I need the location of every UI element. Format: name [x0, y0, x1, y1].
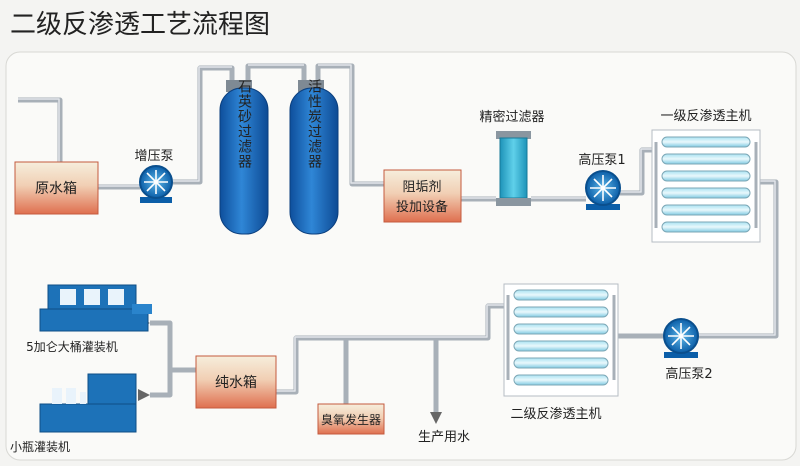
- raw-tank-label: 原水箱: [35, 181, 77, 197]
- activated-carbon-filter: 活性炭过滤器: [289, 79, 339, 235]
- quartz-filter-label: 石英砂过滤器: [236, 79, 252, 169]
- quartz-sand-filter: 石英砂过滤器: [219, 79, 269, 235]
- hp-pump2-label: 高压泵2: [665, 366, 712, 382]
- antiscalant-dosing-unit: 阻垢剂 投加设备: [383, 169, 462, 223]
- precision-filter: 精密过滤器: [479, 109, 545, 206]
- diagram-title: 二级反渗透工艺流程图: [10, 10, 270, 40]
- high-pressure-pump-2: 高压泵2: [663, 318, 713, 382]
- carbon-filter-label: 活性炭过滤器: [306, 79, 322, 169]
- booster-pump: 增压泵: [134, 149, 174, 203]
- antiscalant-label-line1: 阻垢剂: [402, 180, 441, 195]
- ro1-label: 一级反渗透主机: [660, 109, 751, 124]
- bottle-filler-label: 小瓶灌装机: [10, 440, 70, 454]
- pure-tank-label: 纯水箱: [215, 375, 257, 391]
- booster-pump-label: 增压泵: [134, 149, 173, 164]
- ozone-generator: 臭氧发生器: [317, 403, 385, 435]
- pipe-network: [18, 63, 779, 414]
- arrow-icon: [430, 412, 442, 424]
- barrel-filler-label: 5加仑大桶灌装机: [26, 339, 118, 354]
- ro-stage2-unit: 二级反渗透主机: [503, 283, 619, 422]
- ro2-label: 二级反渗透主机: [510, 407, 601, 422]
- barrel-filling-machine: 5加仑大桶灌装机: [26, 284, 152, 354]
- production-water-label: 生产用水: [418, 430, 470, 445]
- bottle-filling-machine: 小瓶灌装机: [10, 373, 137, 454]
- hp-pump1-label: 高压泵1: [578, 152, 625, 168]
- ro-stage1-unit: 一级反渗透主机: [651, 109, 761, 243]
- raw-water-tank: 原水箱: [14, 161, 99, 215]
- ro1-membranes: [661, 136, 751, 233]
- ozone-label: 臭氧发生器: [321, 412, 381, 427]
- high-pressure-pump-1: 高压泵1: [578, 152, 626, 210]
- pure-water-tank: 纯水箱: [195, 355, 277, 409]
- pipe-highlight: [18, 64, 776, 392]
- precision-filter-label: 精密过滤器: [479, 109, 544, 125]
- arrow-icon: [138, 389, 150, 401]
- antiscalant-label-line2: 投加设备: [396, 199, 448, 215]
- ro2-membranes: [513, 289, 609, 386]
